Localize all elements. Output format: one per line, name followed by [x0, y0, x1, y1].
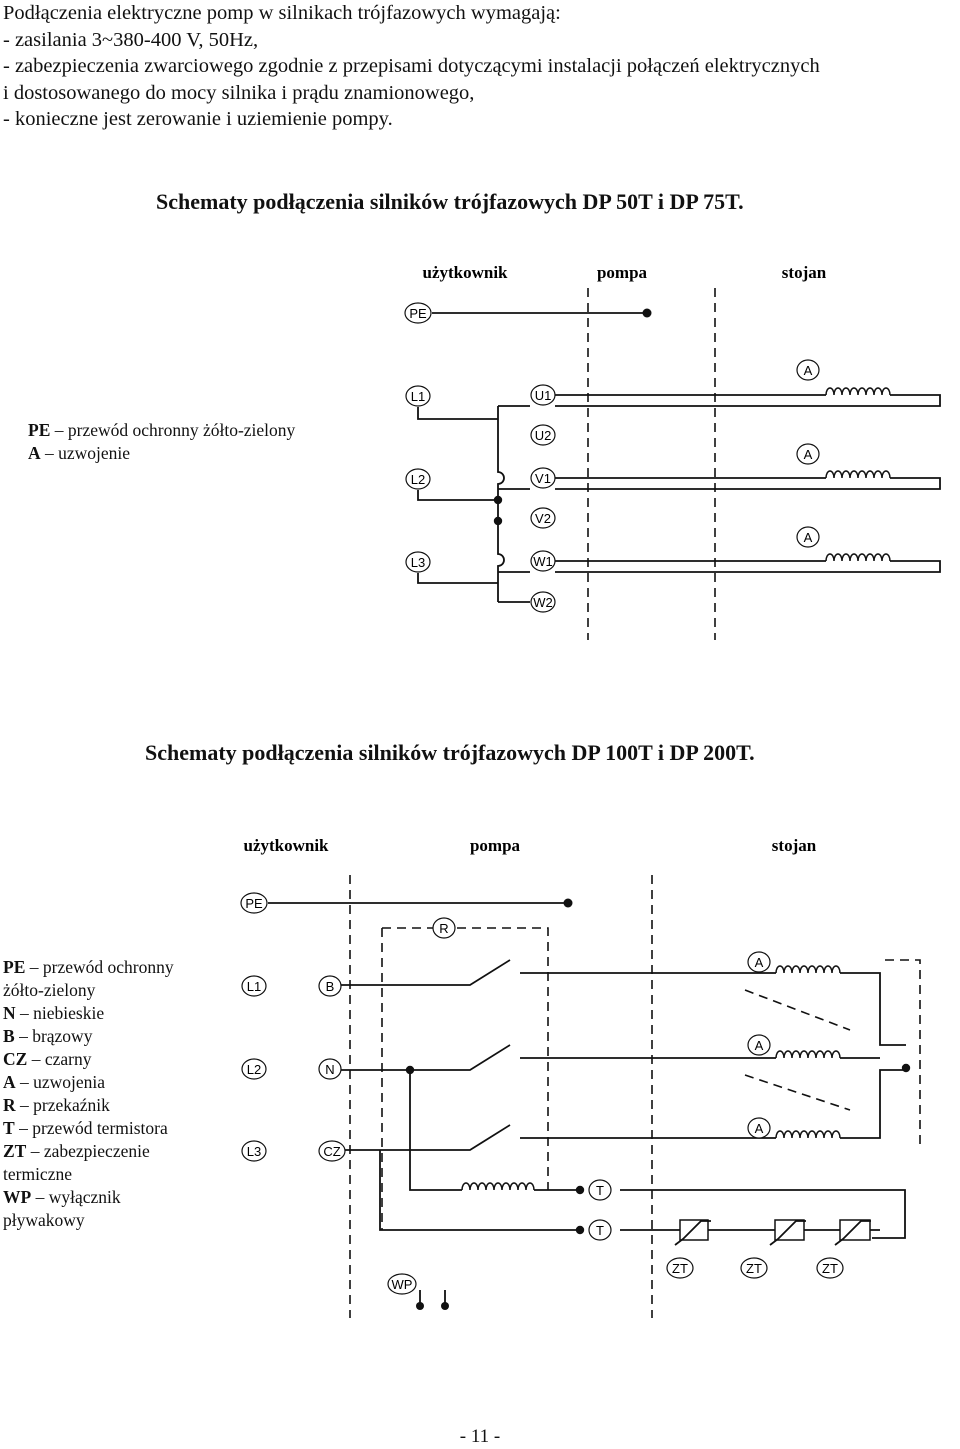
v-winding-return	[555, 477, 941, 490]
intro-text: Podłączenia elektryczne pomp w silnikach…	[3, 0, 958, 133]
column-header-pump: pompa	[470, 836, 521, 855]
legend-item: WP – wyłącznik	[3, 1187, 121, 1207]
thermistor-terminal-dot	[575, 1225, 585, 1235]
legend-item: ZT – zabezpieczenie	[3, 1141, 150, 1161]
thermistor-label: T	[596, 1223, 604, 1238]
v2-label: V2	[535, 511, 551, 526]
section2-legend: PE – przewód ochronny żółto-zielony N – …	[3, 956, 174, 1232]
page-number: - 11 -	[459, 1426, 501, 1447]
l1-wire	[417, 407, 498, 420]
star-point-dot	[901, 1063, 911, 1073]
winding-a-label: A	[804, 447, 813, 462]
pe-label: PE	[409, 306, 427, 321]
l2-wire	[417, 490, 498, 501]
legend-item: R – przekaźnik	[3, 1095, 110, 1115]
zt-label: ZT	[822, 1261, 838, 1276]
float-switch-dot	[416, 1302, 424, 1310]
section1-title: Schematy podłączenia silników trójfazowy…	[156, 189, 744, 214]
legend-item: termiczne	[3, 1164, 72, 1184]
wiring-diagram-dp50-dp75: użytkownik pompa stojan PE L1 L2 L3 U1 U…	[404, 263, 941, 640]
winding-a-label: A	[804, 530, 813, 545]
pe-label-ring	[404, 302, 432, 324]
winding-a-label: A	[755, 955, 764, 970]
pe-terminal-dot	[642, 308, 652, 318]
coil-icon	[825, 387, 891, 562]
pe-terminal-dot	[563, 898, 573, 908]
legend-item: PE – przewód ochronny żółto-zielony	[28, 420, 296, 440]
w2-label: W2	[533, 595, 553, 610]
legend-item: pływakowy	[3, 1210, 85, 1230]
n-label: N	[325, 1062, 334, 1077]
wiring-diagram-dp100-dp200: użytkownik pompa stojan	[240, 836, 921, 1318]
wp-label: WP	[392, 1277, 413, 1292]
thermistor-line	[640, 1189, 906, 1239]
junction-dot	[493, 516, 503, 526]
l3-label: L3	[247, 1144, 261, 1159]
w-winding-return	[555, 560, 941, 573]
coupling-dashed	[885, 959, 921, 1150]
u1-label: U1	[535, 388, 552, 403]
column-header-pump: pompa	[597, 263, 648, 282]
section2-title: Schematy podłączenia silników trójfazowy…	[145, 740, 755, 765]
legend-item: PE – przewód ochronny	[3, 957, 174, 977]
relay-label: R	[439, 921, 448, 936]
w1-label: W1	[533, 554, 553, 569]
terminal-labels: PE R L1 L2 L3 B N CZ A A A T T ZT ZT ZT …	[240, 892, 844, 1295]
winding-a-label: A	[755, 1038, 764, 1053]
relay-contact-b	[330, 959, 600, 986]
u-winding-return	[555, 394, 941, 407]
intro-line: Podłączenia elektryczne pomp w silnikach…	[3, 2, 561, 24]
column-header-user: użytkownik	[422, 263, 508, 282]
column-header-user: użytkownik	[243, 836, 329, 855]
relay-contact-cz	[330, 1124, 600, 1151]
winding-line-3	[600, 1069, 906, 1139]
coil-icon	[461, 965, 841, 1191]
b-label: B	[326, 979, 335, 994]
l1-label: L1	[411, 389, 425, 404]
intro-line: - zasilania 3~380-400 V, 50Hz,	[3, 28, 259, 51]
intro-line: - zabezpieczenia zwarciowego zgodnie z p…	[3, 55, 820, 77]
intro-line: i dostosowanego do mocy silnika i prądu …	[3, 81, 475, 104]
legend-item: CZ – czarny	[3, 1049, 92, 1069]
thermal-protector-icon	[674, 1219, 871, 1246]
u2-label: U2	[535, 428, 552, 443]
section1-legend: PE – przewód ochronny żółto-zielony A – …	[28, 419, 295, 465]
junction-dot	[493, 495, 503, 505]
l3-label: L3	[411, 555, 425, 570]
thermistor-label: T	[596, 1183, 604, 1198]
column-header-stator: stojan	[772, 836, 817, 855]
relay-coil-wire	[409, 1070, 640, 1191]
winding-a-label: A	[755, 1121, 764, 1136]
zt-label: ZT	[672, 1261, 688, 1276]
legend-item: A – uzwojenia	[3, 1072, 106, 1092]
legend-item: N – niebieskie	[3, 1003, 105, 1023]
l3-wire	[417, 573, 498, 584]
float-switch-dot	[441, 1302, 449, 1310]
legend-item: T – przewód termistora	[3, 1118, 168, 1138]
zt-label: ZT	[746, 1261, 762, 1276]
thermistor-return	[379, 1150, 880, 1231]
winding-a-label: A	[804, 363, 813, 378]
l2-label: L2	[247, 1062, 261, 1077]
l1-label: L1	[247, 979, 261, 994]
coupling-dashed	[744, 989, 851, 1111]
thermistor-terminal-dot	[575, 1185, 585, 1195]
pe-label: PE	[245, 896, 263, 911]
l2-label: L2	[411, 472, 425, 487]
legend-item: żółto-zielony	[3, 980, 96, 1000]
column-header-stator: stojan	[782, 263, 827, 282]
cz-label: CZ	[323, 1144, 340, 1159]
legend-item: A – uzwojenie	[28, 443, 131, 463]
intro-line: - konieczne jest zerowanie i uziemienie …	[3, 108, 393, 130]
relay-contact-n	[330, 1044, 600, 1071]
relay-coupling	[382, 927, 549, 1190]
legend-item: B – brązowy	[3, 1026, 93, 1046]
junction-dot	[405, 1065, 415, 1075]
winding-line-1	[600, 972, 906, 1046]
terminal-labels: L1 L2 L3 U1 U2 V1 V2 W1 W2 A A A	[405, 359, 820, 613]
float-switch-leads	[419, 1290, 446, 1305]
v1-label: V1	[535, 471, 551, 486]
